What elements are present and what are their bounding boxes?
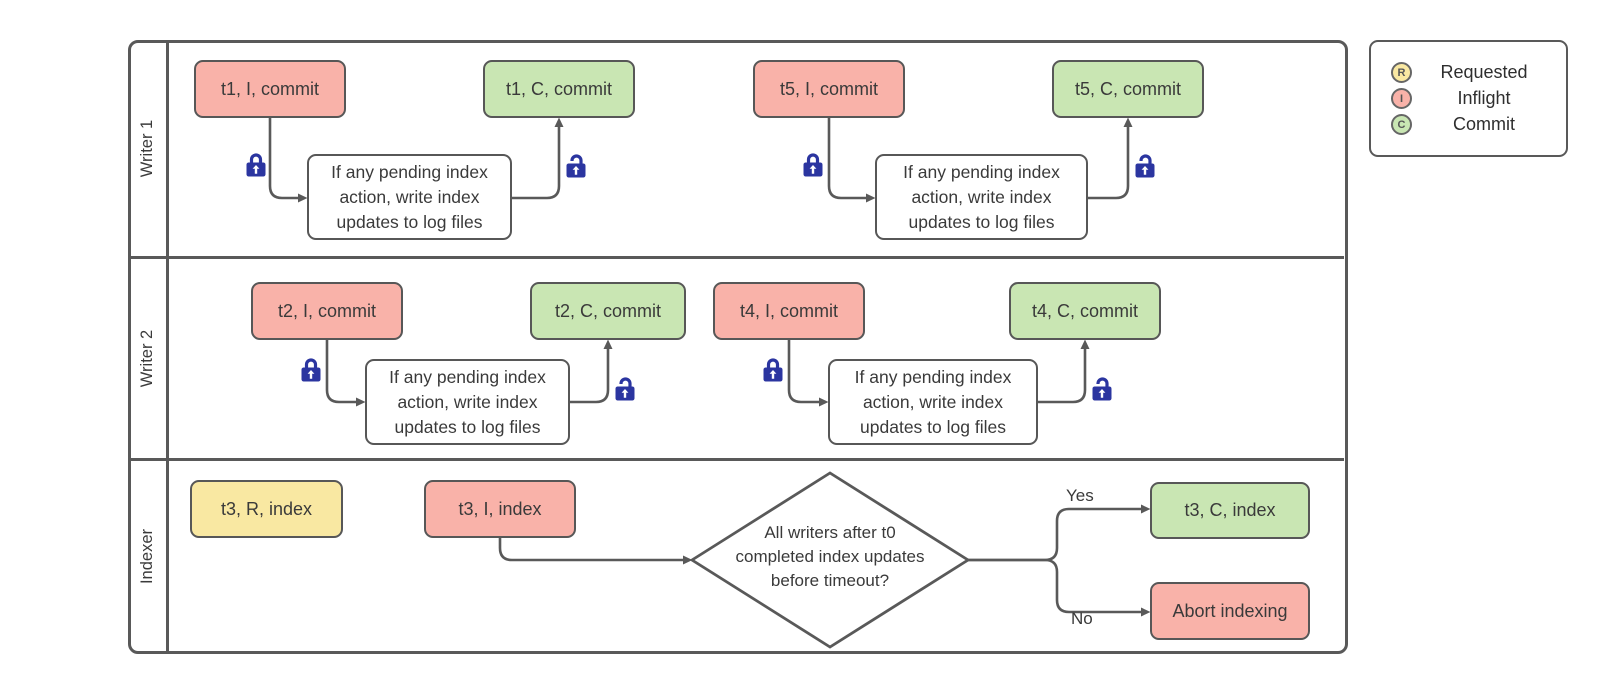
arrow-process-to-t2-commit xyxy=(570,339,613,404)
node-t2-inflight[interactable]: t2, I, commit xyxy=(251,282,403,340)
lock-open-icon xyxy=(1133,154,1157,180)
inflight-state-icon: I xyxy=(1391,88,1412,109)
legend-label: Inflight xyxy=(1457,88,1511,108)
process-line: updates to log files xyxy=(336,211,483,232)
process-line: If any pending index xyxy=(331,161,488,182)
arrow-process-to-t5-commit xyxy=(1088,117,1133,200)
node-t4-commit[interactable]: t4, C, commit xyxy=(1009,282,1161,340)
process-line: updates to log files xyxy=(908,211,1055,232)
node-t2-commit[interactable]: t2, C, commit xyxy=(530,282,686,340)
arrow-t3-inflight-to-decision xyxy=(498,538,693,565)
node-label: t2, I, commit xyxy=(277,300,376,321)
node-label: t2, C, commit xyxy=(554,300,661,321)
decision-diamond[interactable] xyxy=(689,471,971,649)
node-t3-inflight[interactable]: t3, I, index xyxy=(424,480,576,538)
process-box-writer2-b[interactable]: If any pending index action, write index… xyxy=(828,359,1038,445)
arrow-t4-inflight-to-process xyxy=(787,340,829,407)
process-box-writer2-a[interactable]: If any pending index action, write index… xyxy=(365,359,570,445)
arrow-t5-inflight-to-process xyxy=(827,118,876,203)
node-label: t5, C, commit xyxy=(1074,78,1181,99)
process-line: If any pending index xyxy=(903,161,1060,182)
lock-closed-icon xyxy=(299,358,323,384)
process-box-writer1-b[interactable]: If any pending index action, write index… xyxy=(875,154,1088,240)
legend-label: Requested xyxy=(1440,62,1528,82)
lock-open-icon xyxy=(1090,377,1114,403)
process-line: action, write index xyxy=(862,391,1004,412)
swimlane-frame xyxy=(128,40,1348,654)
node-label: t5, I, commit xyxy=(779,78,878,99)
node-label: t3, C, index xyxy=(1184,500,1276,520)
process-line: updates to log files xyxy=(860,416,1006,437)
arrow-decision-no xyxy=(968,558,1151,617)
legend-row-inflight: I Inflight xyxy=(1391,88,1552,109)
node-label: t1, I, commit xyxy=(220,78,319,99)
arrow-t2-inflight-to-process xyxy=(325,340,366,407)
node-t5-commit[interactable]: t5, C, commit xyxy=(1052,60,1204,118)
node-abort-indexing[interactable]: Abort indexing xyxy=(1150,582,1310,640)
lock-closed-icon xyxy=(761,358,785,384)
requested-state-icon: R xyxy=(1391,62,1412,83)
node-t1-inflight[interactable]: t1, I, commit xyxy=(194,60,346,118)
node-t3-commit[interactable]: t3, C, index xyxy=(1150,482,1310,539)
lane-divider-1 xyxy=(129,256,1344,259)
node-t3-requested[interactable]: t3, R, index xyxy=(190,480,343,538)
process-line: action, write index xyxy=(911,186,1052,207)
commit-state-icon: C xyxy=(1391,114,1412,135)
node-label: t4, C, commit xyxy=(1031,300,1138,321)
process-line: If any pending index xyxy=(389,366,546,387)
process-line: action, write index xyxy=(339,186,480,207)
arrow-decision-yes xyxy=(968,504,1151,562)
decision-question: All writers after t0 completed index upd… xyxy=(697,521,963,593)
process-line: If any pending index xyxy=(854,366,1012,387)
lock-closed-icon xyxy=(801,153,825,179)
node-label: t1, C, commit xyxy=(505,78,612,99)
legend-row-commit: C Commit xyxy=(1391,114,1552,135)
lane-label-divider xyxy=(166,41,169,651)
decision-line: completed index updates xyxy=(735,547,925,566)
lock-open-icon xyxy=(564,154,588,180)
legend: R Requested I Inflight C Commit xyxy=(1369,40,1568,157)
arrow-process-to-t1-commit xyxy=(512,117,564,200)
legend-label: Commit xyxy=(1453,114,1515,134)
branch-label-yes: Yes xyxy=(1066,486,1094,505)
decision-line: All writers after t0 xyxy=(764,523,896,542)
node-label: t3, I, index xyxy=(458,498,542,519)
branch-label-no: No xyxy=(1071,609,1093,628)
lock-closed-icon xyxy=(244,153,268,179)
node-t1-commit[interactable]: t1, C, commit xyxy=(483,60,635,118)
process-box-writer1-a[interactable]: If any pending index action, write index… xyxy=(307,154,512,240)
arrow-process-to-t4-commit xyxy=(1038,339,1090,404)
process-line: updates to log files xyxy=(394,416,541,437)
node-label: Abort indexing xyxy=(1172,600,1288,621)
legend-row-requested: R Requested xyxy=(1391,62,1552,83)
lock-open-icon xyxy=(613,377,637,403)
arrow-t1-inflight-to-process xyxy=(268,118,308,203)
node-label: t3, R, index xyxy=(220,498,313,519)
node-t4-inflight[interactable]: t4, I, commit xyxy=(713,282,865,340)
node-label: t4, I, commit xyxy=(739,300,838,321)
node-t5-inflight[interactable]: t5, I, commit xyxy=(753,60,905,118)
process-line: action, write index xyxy=(397,391,538,412)
decision-line: before timeout? xyxy=(770,571,890,590)
lane-divider-2 xyxy=(129,458,1344,461)
